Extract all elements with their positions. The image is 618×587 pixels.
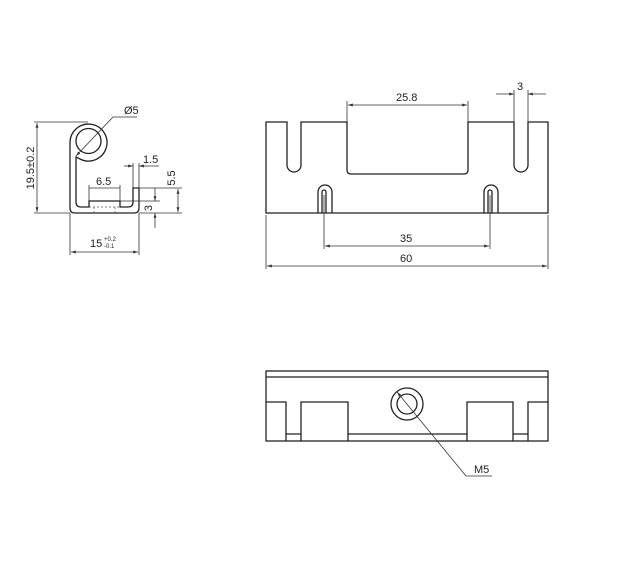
groove-hidden-line	[89, 206, 120, 213]
hole-dim-label: Ø5	[124, 105, 139, 117]
width-dim-label: 15	[90, 238, 102, 250]
wall-height-dim-label: 5.5	[166, 170, 178, 185]
slot-width-dim-label: 3	[517, 81, 523, 93]
bottom-slot-left	[317, 184, 333, 213]
groove-depth-dim-label: 3	[143, 205, 155, 211]
thread-leader	[396, 391, 492, 477]
groove-dim-label: 6.5	[96, 176, 111, 188]
length-dim-label: 60	[400, 253, 412, 265]
wall-dim-label: 1.5	[143, 154, 158, 166]
bottom-outline	[265, 370, 549, 442]
thread-label: M5	[474, 464, 489, 476]
slot-spacing-dim-label: 35	[400, 233, 412, 245]
side-view: 19.5±0.2 Ø5 1.5 6.5 5.5 3 15 +0.2 -0.1	[25, 105, 182, 255]
bottom-slot-right	[483, 184, 499, 213]
height-dim-label: 19.5±0.2	[25, 147, 37, 190]
hook-inner-circle	[75, 127, 102, 155]
width-tol-upper: +0.2	[104, 237, 117, 243]
front-outline	[265, 121, 549, 214]
profile-outline	[69, 123, 140, 214]
cutout-dim-label: 25.8	[396, 92, 417, 104]
width-tol-lower: -0.1	[104, 244, 115, 250]
thread-hole-outer	[390, 387, 424, 421]
front-view: 25.8 3 35 60	[265, 81, 549, 269]
hole-leader	[75, 116, 137, 157]
thread-hole-inner	[396, 393, 418, 415]
bottom-view: M5	[265, 370, 549, 477]
